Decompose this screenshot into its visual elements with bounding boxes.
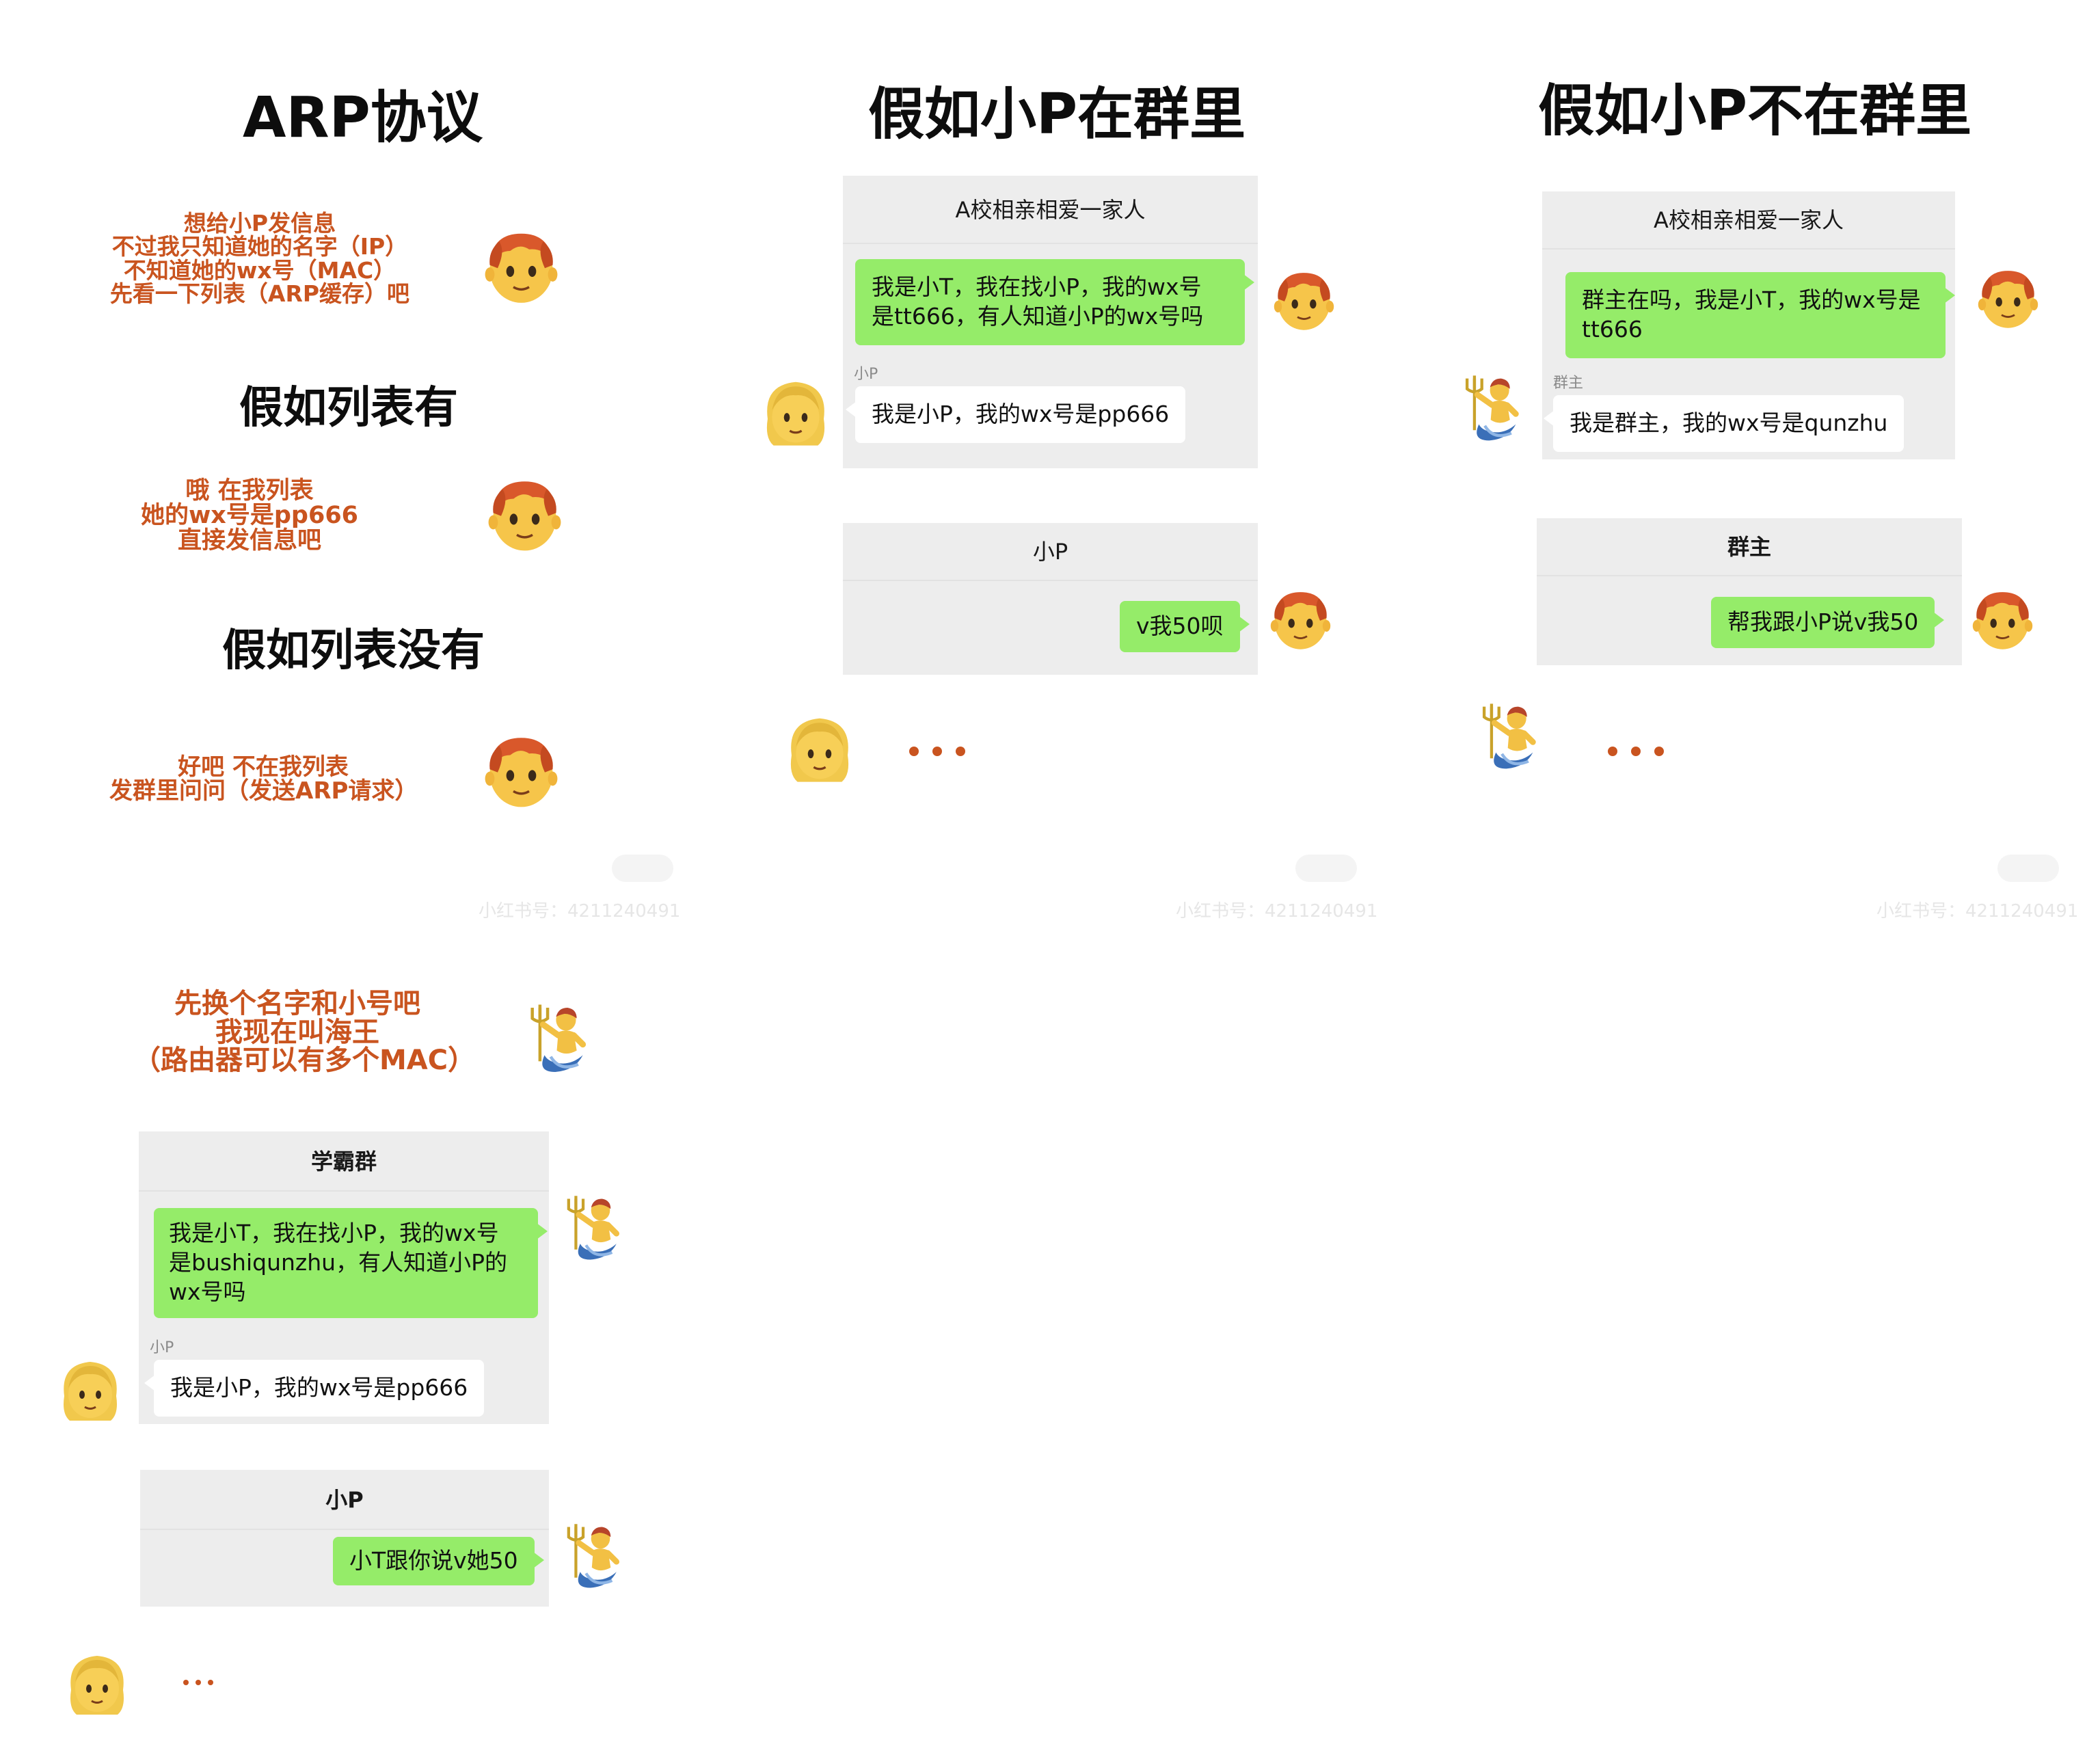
dot	[183, 1680, 189, 1685]
merman-icon	[520, 1002, 600, 1078]
outgoing-message: 小T跟你说v她50	[333, 1537, 544, 1585]
boy-icon	[1976, 263, 2041, 333]
boy-icon	[1970, 585, 2035, 654]
dot	[208, 1680, 213, 1685]
if-list-has-title: 假如列表有	[239, 383, 458, 433]
private-chat-title: 小P	[843, 523, 1258, 581]
incoming-message: 我是群主，我的wx号是qunzhu	[1543, 395, 1904, 452]
incoming-message: 我是小P，我的wx号是pp666	[144, 1360, 485, 1417]
group-chat-panel: 学霸群 我是小T，我在找小P，我的wx号 是bushiqunzhu，有人知道小P…	[139, 1131, 549, 1424]
outgoing-message: 群主在吗，我是小T，我的wx号是 tt666	[1565, 272, 1955, 358]
merman-icon	[557, 1521, 632, 1594]
boy-icon	[482, 728, 561, 814]
outgoing-message: 我是小T，我在找小P，我的wx号 是bushiqunzhu，有人知道小P的 wx…	[154, 1208, 548, 1318]
list-has-text: 哦 在我列表 她的wx号是pp666 直接发信息吧	[137, 477, 362, 554]
if-p-in-group-title: 假如小P在群里	[868, 82, 1246, 147]
group-chat-title: A校相亲相爱一家人	[1542, 191, 1955, 250]
private-chat-panel: 小P 小T跟你说v她50	[140, 1470, 549, 1607]
watermark: 小红书号：4211240491	[1176, 901, 1378, 922]
dot	[1654, 747, 1664, 756]
watermark-badge	[612, 855, 673, 882]
message-line: 群主在吗，我是小T，我的wx号是	[1582, 286, 1921, 313]
group-chat-title: A校相亲相爱一家人	[843, 176, 1258, 244]
has-line: 她的wx号是pp666	[140, 502, 359, 530]
boy-icon	[482, 226, 561, 308]
dot	[932, 747, 942, 756]
woman-icon	[56, 1355, 124, 1423]
intro-line: 先看一下列表（ARP缓存）吧	[109, 280, 410, 307]
watermark: 小红书号：4211240491	[479, 901, 681, 922]
boy-icon	[1268, 585, 1333, 654]
group-chat-title: 学霸群	[139, 1131, 549, 1192]
dot	[909, 747, 919, 756]
sender-name: 群主	[1553, 375, 1584, 392]
has-line: 哦 在我列表	[185, 477, 314, 505]
woman-icon	[759, 375, 833, 448]
group-chat-panel: A校相亲相爱一家人 我是小T，我在找小P，我的wx号 是tt666，有人知道小P…	[843, 176, 1258, 468]
intro-line: 不过我只知道她的名字（IP）	[111, 233, 408, 260]
rename-line: 我现在叫海王	[215, 1016, 379, 1048]
watermark: 小红书号：4211240491	[1876, 901, 2079, 922]
typing-dots	[909, 747, 965, 756]
rename-intro-text: 先换个名字和小号吧 我现在叫海王 （路由器可以有多个MAC）	[133, 988, 476, 1077]
sender-name: 小P	[150, 1339, 174, 1356]
dot	[1608, 747, 1617, 756]
intro-line: 不知道她的wx号（MAC）	[123, 256, 396, 284]
if-list-not-has-title: 假如列表没有	[222, 626, 485, 676]
dot	[1631, 747, 1641, 756]
merman-icon	[1456, 373, 1531, 446]
intro-line: 想给小P发信息	[183, 210, 336, 237]
arp-protocol-title: ARP协议	[243, 85, 483, 150]
typing-dots	[1608, 747, 1664, 756]
if-p-not-in-group-title: 假如小P不在群里	[1538, 79, 1972, 144]
private-chat-title: 小P	[140, 1470, 549, 1530]
boy-icon	[485, 472, 564, 557]
list-not-has-text: 好吧 不在我列表 发群里问问（发送ARP请求）	[109, 753, 418, 805]
has-line: 直接发信息吧	[177, 526, 321, 554]
outgoing-message: v我50呗	[1120, 601, 1250, 652]
typing-dots	[183, 1680, 213, 1685]
outgoing-message: 我是小T，我在找小P，我的wx号 是tt666，有人知道小P的wx号吗	[855, 259, 1254, 345]
message-line: 我是小T，我在找小P，我的wx号	[169, 1220, 499, 1246]
message-line: wx号吗	[169, 1278, 246, 1305]
woman-icon	[783, 711, 857, 785]
message-line: 是tt666，有人知道小P的wx号吗	[872, 302, 1204, 330]
merman-icon	[557, 1193, 632, 1265]
watermark-badge	[1295, 855, 1357, 882]
not-line: 发群里问问（发送ARP请求）	[109, 777, 418, 805]
rename-line: （路由器可以有多个MAC）	[133, 1045, 476, 1077]
message-line: 是bushiqunzhu，有人知道小P的	[169, 1248, 507, 1276]
woman-icon	[63, 1649, 131, 1717]
private-chat-title: 群主	[1537, 518, 1962, 576]
dot	[956, 747, 965, 756]
not-line: 好吧 不在我列表	[178, 753, 349, 781]
boy-icon	[1271, 265, 1336, 335]
group-chat-panel: A校相亲相爱一家人 群主在吗，我是小T，我的wx号是 tt666 群主 我是群主…	[1542, 191, 1955, 459]
private-chat-panel: 小P v我50呗	[843, 523, 1258, 675]
message-line: 我是小T，我在找小P，我的wx号	[872, 273, 1202, 300]
watermark-badge	[1997, 855, 2059, 882]
sender-name: 小P	[854, 366, 878, 383]
outgoing-message: 帮我跟小P说v我50	[1711, 597, 1945, 648]
message-line: tt666	[1582, 315, 1643, 343]
private-chat-panel: 群主 帮我跟小P说v我50	[1537, 518, 1962, 665]
dot	[196, 1680, 201, 1685]
merman-icon	[1473, 701, 1548, 775]
rename-line: 先换个名字和小号吧	[174, 988, 420, 1019]
incoming-message: 我是小P，我的wx号是pp666	[845, 386, 1186, 443]
intro-text: 想给小P发信息 不过我只知道她的名字（IP） 不知道她的wx号（MAC） 先看一…	[103, 210, 417, 307]
